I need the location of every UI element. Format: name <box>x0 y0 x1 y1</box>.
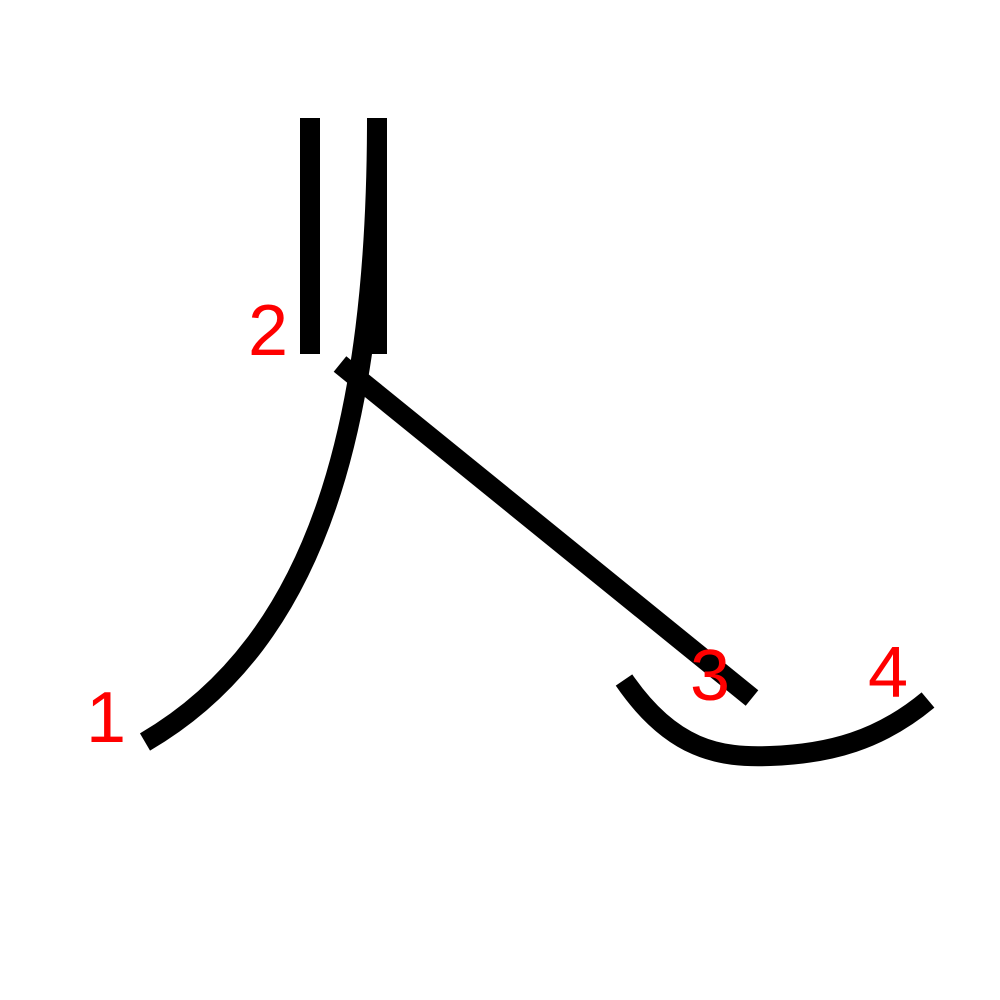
stroke-order-label-4: 4 <box>868 633 908 713</box>
stroke-order-label-3: 3 <box>690 636 730 716</box>
stroke-4-curve <box>615 674 935 767</box>
stroke-3-diagonal <box>333 356 759 706</box>
stroke-1-left-falling-curve <box>139 117 387 751</box>
stroke-order-label-1: 1 <box>86 678 126 758</box>
stroke-order-label-2: 2 <box>248 291 288 371</box>
